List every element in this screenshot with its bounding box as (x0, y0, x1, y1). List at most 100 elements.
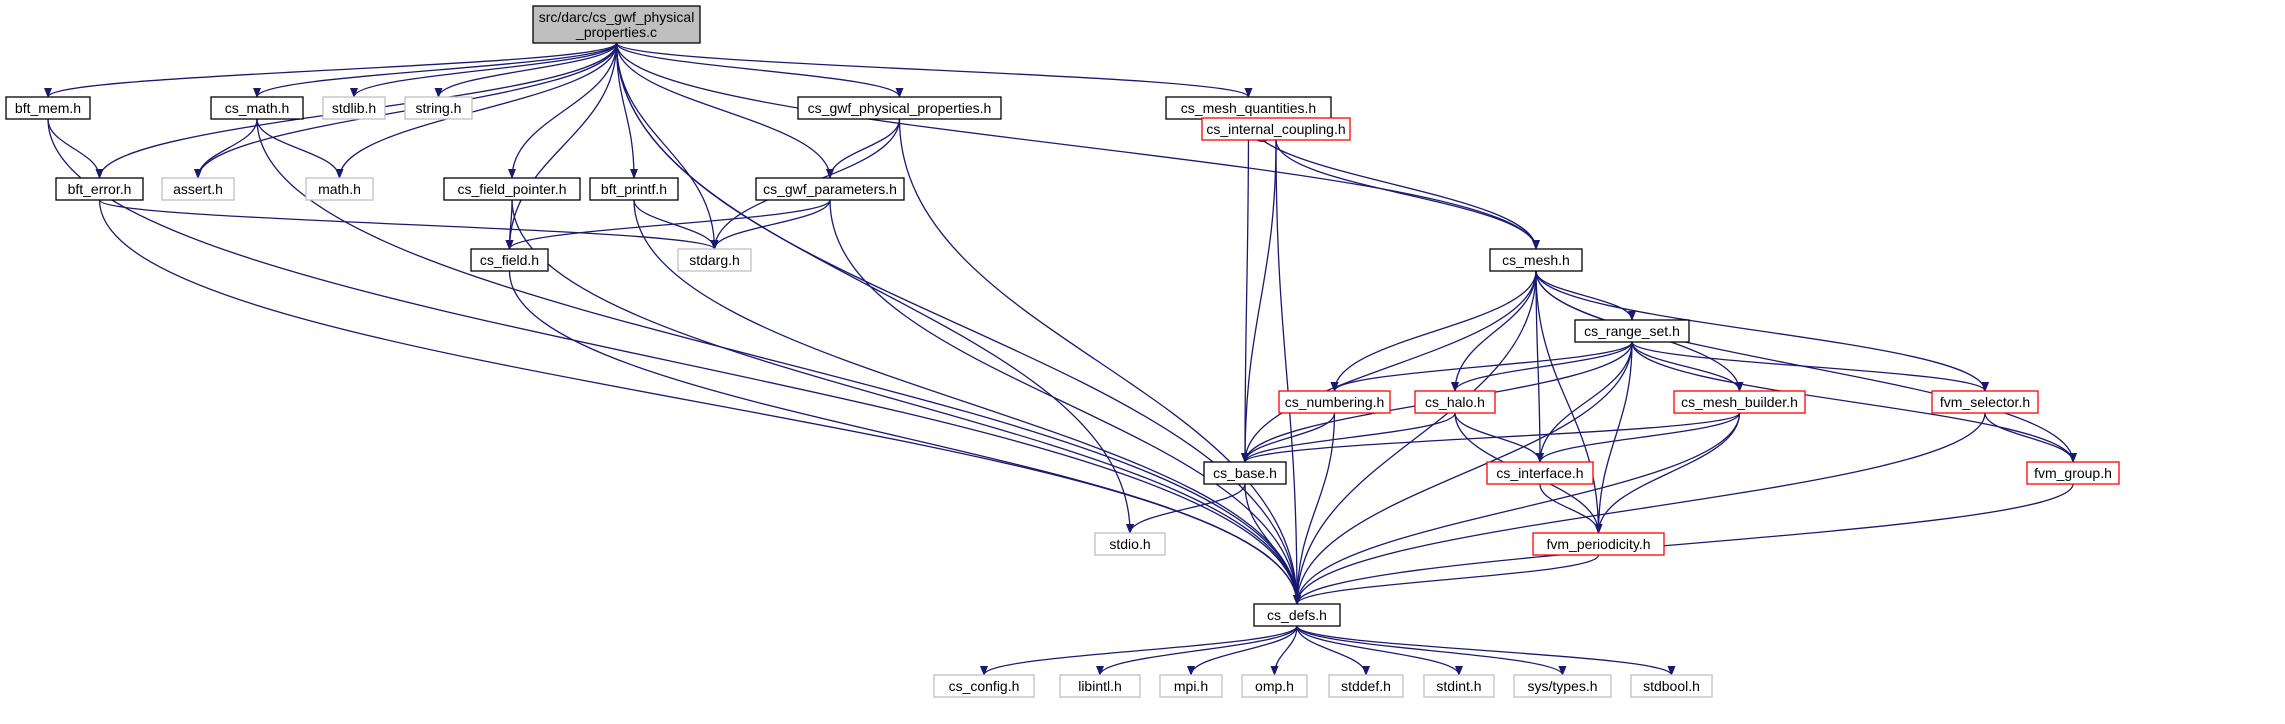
node-box (589, 177, 679, 201)
edge-root-to-bft_mem (44, 42, 618, 98)
edge-bft_printf-to-cs_defs (633, 199, 1301, 605)
edge-root-to-stdarg (615, 42, 719, 250)
node-box (677, 248, 752, 272)
edge-root-to-cs_gwf_physical_properties_h (615, 42, 904, 98)
node-box (1532, 532, 1665, 556)
edge-cs_defs-to-stdbool (1296, 625, 1676, 676)
node-label: cs_mesh.h (1502, 252, 1570, 268)
edge-bft_error-to-stdarg (98, 199, 719, 250)
node-stdbool: stdbool.h (1630, 674, 1713, 698)
node-cs-field[interactable]: cs_field.h (470, 248, 549, 272)
node-label: fvm_periodicity.h (1546, 536, 1650, 552)
edge-cs_base-to-cs_defs (1244, 483, 1301, 605)
edge-cs_mesh-to-cs_range_set (1535, 270, 1636, 321)
node-box (161, 177, 235, 201)
node-label: cs_range_set.h (1584, 323, 1680, 339)
node-cs-base[interactable]: cs_base.h (1203, 461, 1287, 485)
edge-cs_defs-to-cs_config (980, 625, 1298, 676)
node-cs-field-pointer[interactable]: cs_field_pointer.h (443, 177, 581, 201)
node-box (2026, 461, 2120, 485)
edge-cs_mesh-to-fvm_selector (1535, 270, 1989, 392)
edge-cs_internal_coupling-to-cs_defs (1275, 139, 1301, 605)
node-cs-gwf-physical-properties-h[interactable]: cs_gwf_physical_properties.h (797, 96, 1002, 120)
node-mpi: mpi.h (1159, 674, 1223, 698)
node-fvm-group[interactable]: fvm_group.h (2026, 461, 2120, 485)
edge-cs_internal_coupling-to-cs_mesh (1275, 139, 1540, 250)
edge-cs_defs-to-libintl (1096, 625, 1298, 676)
node-label: cs_numbering.h (1285, 394, 1385, 410)
node-cs-numbering[interactable]: cs_numbering.h (1278, 390, 1391, 414)
node-label: fvm_group.h (2034, 465, 2112, 481)
edge-cs_field-to-cs_defs (508, 270, 1301, 605)
edge-fvm_periodicity-to-cs_defs (1293, 554, 1600, 605)
edge-fvm_group-to-cs_defs (1293, 483, 2074, 605)
node-bft-error[interactable]: bft_error.h (55, 177, 144, 201)
node-libintl: libintl.h (1059, 674, 1141, 698)
edge-cs_math-to-cs_defs (256, 118, 1301, 605)
edge-cs_mesh-to-cs_interface (1535, 270, 1544, 463)
node-label: omp.h (1255, 678, 1294, 694)
node-box (1253, 603, 1341, 627)
node-box (210, 96, 304, 120)
edge-cs_numbering-to-cs_defs (1293, 412, 1336, 605)
node-bft-mem[interactable]: bft_mem.h (5, 96, 91, 120)
node-cs-config: cs_config.h (933, 674, 1035, 698)
edge-cs_defs-to-stdint (1296, 625, 1463, 676)
node-box (1423, 674, 1495, 698)
node-label: math.h (318, 181, 361, 197)
edge-cs_range_set-to-cs_interface (1536, 341, 1633, 463)
node-stdarg: stdarg.h (677, 248, 752, 272)
edge-cs_mesh_builder-to-fvm_periodicity (1594, 412, 1741, 534)
node-cs-gwf-parameters[interactable]: cs_gwf_parameters.h (755, 177, 905, 201)
node-box (1278, 390, 1391, 414)
node-box (1486, 461, 1594, 485)
node-root[interactable]: src/darc/cs_gwf_physical_properties.c (532, 5, 701, 44)
node-cs-mesh-quantities[interactable]: cs_mesh_quantities.h (1165, 96, 1332, 120)
node-fvm-selector[interactable]: fvm_selector.h (1931, 390, 2039, 414)
edge-cs_range_set-to-fvm_selector (1631, 341, 1989, 392)
edge-cs_gwf_parameters-to-cs_field (505, 199, 831, 250)
node-label: _properties.c (575, 24, 657, 40)
node-box (55, 177, 144, 201)
node-label: cs_config.h (949, 678, 1020, 694)
node-stdlib: stdlib.h (322, 96, 386, 120)
edge-cs_range_set-to-cs_defs (1293, 341, 1633, 605)
node-box (1201, 117, 1351, 141)
edge-cs_gwf_physical_properties_h-to-cs_defs (898, 118, 1301, 605)
edge-root-to-string (434, 42, 618, 98)
node-box (1574, 319, 1690, 343)
edge-cs_range_set-to-cs_mesh_builder (1631, 341, 1744, 392)
node-string: string.h (404, 96, 473, 120)
node-cs-internal-coupling[interactable]: cs_internal_coupling.h (1201, 117, 1351, 141)
node-cs-range-set[interactable]: cs_range_set.h (1574, 319, 1690, 343)
node-cs-mesh[interactable]: cs_mesh.h (1489, 248, 1583, 272)
node-label: string.h (416, 100, 462, 116)
node-fvm-periodicity[interactable]: fvm_periodicity.h (1532, 532, 1665, 556)
edge-cs_base-to-stdio (1126, 483, 1246, 534)
node-label: bft_mem.h (15, 100, 81, 116)
node-box (1673, 390, 1806, 414)
node-box (1241, 674, 1308, 698)
node-box (5, 96, 91, 120)
node-cs-math[interactable]: cs_math.h (210, 96, 304, 120)
node-box (470, 248, 549, 272)
node-label: assert.h (173, 181, 223, 197)
node-bft-printf[interactable]: bft_printf.h (589, 177, 679, 201)
node-box (443, 177, 581, 201)
node-box (1203, 461, 1287, 485)
edge-root-to-cs_field_pointer (508, 42, 618, 179)
node-cs-mesh-builder[interactable]: cs_mesh_builder.h (1673, 390, 1806, 414)
node-label: cs_gwf_parameters.h (763, 181, 897, 197)
node-stdio: stdio.h (1094, 532, 1166, 556)
edge-root-to-cs_gwf_parameters (615, 42, 834, 179)
node-label: bft_printf.h (601, 181, 667, 197)
node-label: bft_error.h (68, 181, 132, 197)
node-cs-interface[interactable]: cs_interface.h (1486, 461, 1594, 485)
node-math: math.h (305, 177, 374, 201)
node-label: sys/types.h (1527, 678, 1597, 694)
node-cs-halo[interactable]: cs_halo.h (1414, 390, 1496, 414)
node-box (755, 177, 905, 201)
node-box (1328, 674, 1404, 698)
node-cs-defs[interactable]: cs_defs.h (1253, 603, 1341, 627)
